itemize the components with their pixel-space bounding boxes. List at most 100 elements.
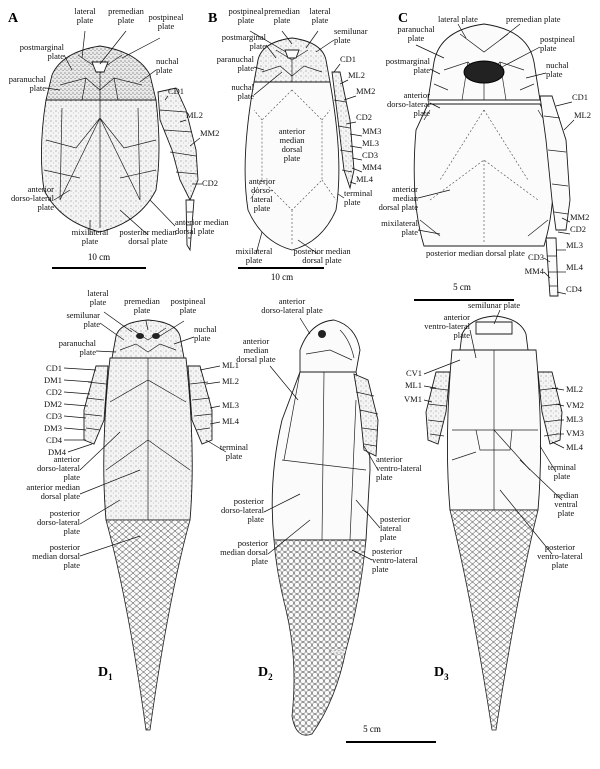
leader-line <box>519 459 563 501</box>
leader-line <box>249 30 287 53</box>
c-labels-postpineal-plate-0-label: postpineal <box>540 34 576 44</box>
d2-labels-anterior-ventro-lateral-plate-2-label: plate <box>376 472 393 482</box>
leader-line <box>351 157 363 161</box>
d1-labels-ml1-label: ML1 <box>222 360 239 370</box>
leader-line <box>363 445 379 471</box>
panel-d3-left-fin <box>425 371 451 445</box>
a-labels-posterior-median-dorsal-plate-0-label: posterior median <box>119 227 177 237</box>
d2-letter-label: D <box>258 665 268 680</box>
svg-text:5 cm: 5 cm <box>363 724 381 734</box>
panel-d2-letter: D2 <box>258 665 273 682</box>
a-labels-premedian-plate-0-label: premedian <box>108 6 145 16</box>
leader-line <box>63 379 93 383</box>
d3-labels-ml3-label: ML3 <box>566 414 583 424</box>
leader-line <box>417 229 441 235</box>
svg-text:10 cm: 10 cm <box>271 272 293 282</box>
a-labels-anterior-dorso-lateral-plate-1-label: dorso-lateral <box>11 193 55 203</box>
leader-line <box>297 239 319 255</box>
b-labels-ml3-label: ML3 <box>362 138 379 148</box>
b-labels-premedian-plate-1-label: plate <box>274 15 291 25</box>
leader-line <box>209 405 221 409</box>
d2-subscript-label: 2 <box>268 672 273 682</box>
a-labels-paranuchal-plate-0-label: paranuchal <box>9 74 47 84</box>
leader-line <box>423 385 437 389</box>
a-labels-anterior-dorso-lateral-plate-0-label: anterior <box>28 184 55 194</box>
d2-labels-posterior-median-dorsal-plate-1-label: median dorsal <box>220 547 269 557</box>
panel-a-pectoral-appendage <box>157 87 199 202</box>
panel-d2-head-shield <box>299 319 361 373</box>
d3-labels-terminal-plate-1-label: plate <box>554 471 571 481</box>
leader-line <box>555 403 565 407</box>
leader-line <box>81 30 86 59</box>
b-labels-semilunar-plate-1-label: plate <box>334 35 351 45</box>
c-labels-anterior-dorso-lateral-plate-2-label: plate <box>413 108 430 118</box>
d3-letter-label: D <box>434 665 444 680</box>
panel-b-trunk-shield <box>244 81 340 251</box>
b-labels-mm2-label: MM2 <box>356 86 375 96</box>
b-labels-anterior-dorso-lateral-plate-2-label: lateral <box>251 194 273 204</box>
b-labels-nuchal-plate-1-label: plate <box>237 91 254 101</box>
b-labels-paranuchal-plate-0-label: paranuchal <box>217 54 255 64</box>
leader-line <box>525 72 547 79</box>
a-labels-anterior-dorso-lateral-plate-2-label: plate <box>37 202 54 212</box>
c-labels-mixilateral-plate-1-label: plate <box>401 227 418 237</box>
d1-labels-dm4-label: DM4 <box>48 447 67 457</box>
d3-labels-posterior-ventro-lateral-plate-0-label: posterior <box>545 542 575 552</box>
leader-line <box>349 145 363 149</box>
d1-labels-nuchal-plate-1-label: plate <box>194 333 211 343</box>
b-labels-cd3-label: CD3 <box>362 150 378 160</box>
leader-line <box>499 46 541 69</box>
leader-line <box>556 291 567 295</box>
panel-d1-right-fin <box>187 365 213 445</box>
d1-labels-premedian-plate-0-label: premedian <box>124 296 161 306</box>
c-labels-cd2-label: CD2 <box>570 224 586 234</box>
d1-labels-anterior-dorso-lateral-plate-2-label: plate <box>63 472 80 482</box>
b-labels-mm3-label: MM3 <box>362 126 381 136</box>
d3-subscript-label: 3 <box>444 672 449 682</box>
b-labels-anterior-median-dorsal-plate-3-label: plate <box>284 153 301 163</box>
leader-line <box>429 68 441 75</box>
panel-d2-trunk-shield <box>271 371 371 541</box>
leader-line <box>543 271 551 279</box>
d1-labels-nuchal-plate-0-label: nuchal <box>194 324 217 334</box>
panel-d1-tail <box>105 519 191 731</box>
b-labels-ml4-label: ML4 <box>356 174 374 184</box>
panel-a-pineal <box>91 61 109 73</box>
d1-letter-label: D <box>98 665 108 680</box>
leader-line <box>95 350 117 353</box>
d2-labels-posterior-lateral-plate-0-label: posterior <box>380 514 410 524</box>
d3-labels-semilunar-plate-label: semilunar plate <box>468 300 520 310</box>
leader-line <box>263 493 301 513</box>
d1-labels-paranuchal-plate-0-label: paranuchal <box>59 338 97 348</box>
leader-line <box>499 23 521 41</box>
b-labels-anterior-median-dorsal-plate-2-label: dorsal <box>282 144 303 154</box>
b-labels-paranuchal-plate-1-label: plate <box>237 63 254 73</box>
d3-labels-cv1-label: CV1 <box>406 368 422 378</box>
b-labels-mixilateral-plate-0-label: mixilateral <box>236 246 273 256</box>
leader-line <box>539 445 557 473</box>
leader-line <box>415 44 445 59</box>
leader-line <box>149 199 176 227</box>
b-labels-mm4-label: MM4 <box>362 162 382 172</box>
b-labels-posterior-median-dorsal-plate-1-label: dorsal plate <box>302 255 342 265</box>
leader-line <box>173 336 195 345</box>
a-labels-postmarginal-plate-0-label: postmarginal <box>20 42 65 52</box>
d3-labels-vm2-label: VM2 <box>566 400 584 410</box>
leader-line <box>343 95 357 101</box>
b-labels-postpineal-plate-0-label: postpineal <box>229 6 265 16</box>
